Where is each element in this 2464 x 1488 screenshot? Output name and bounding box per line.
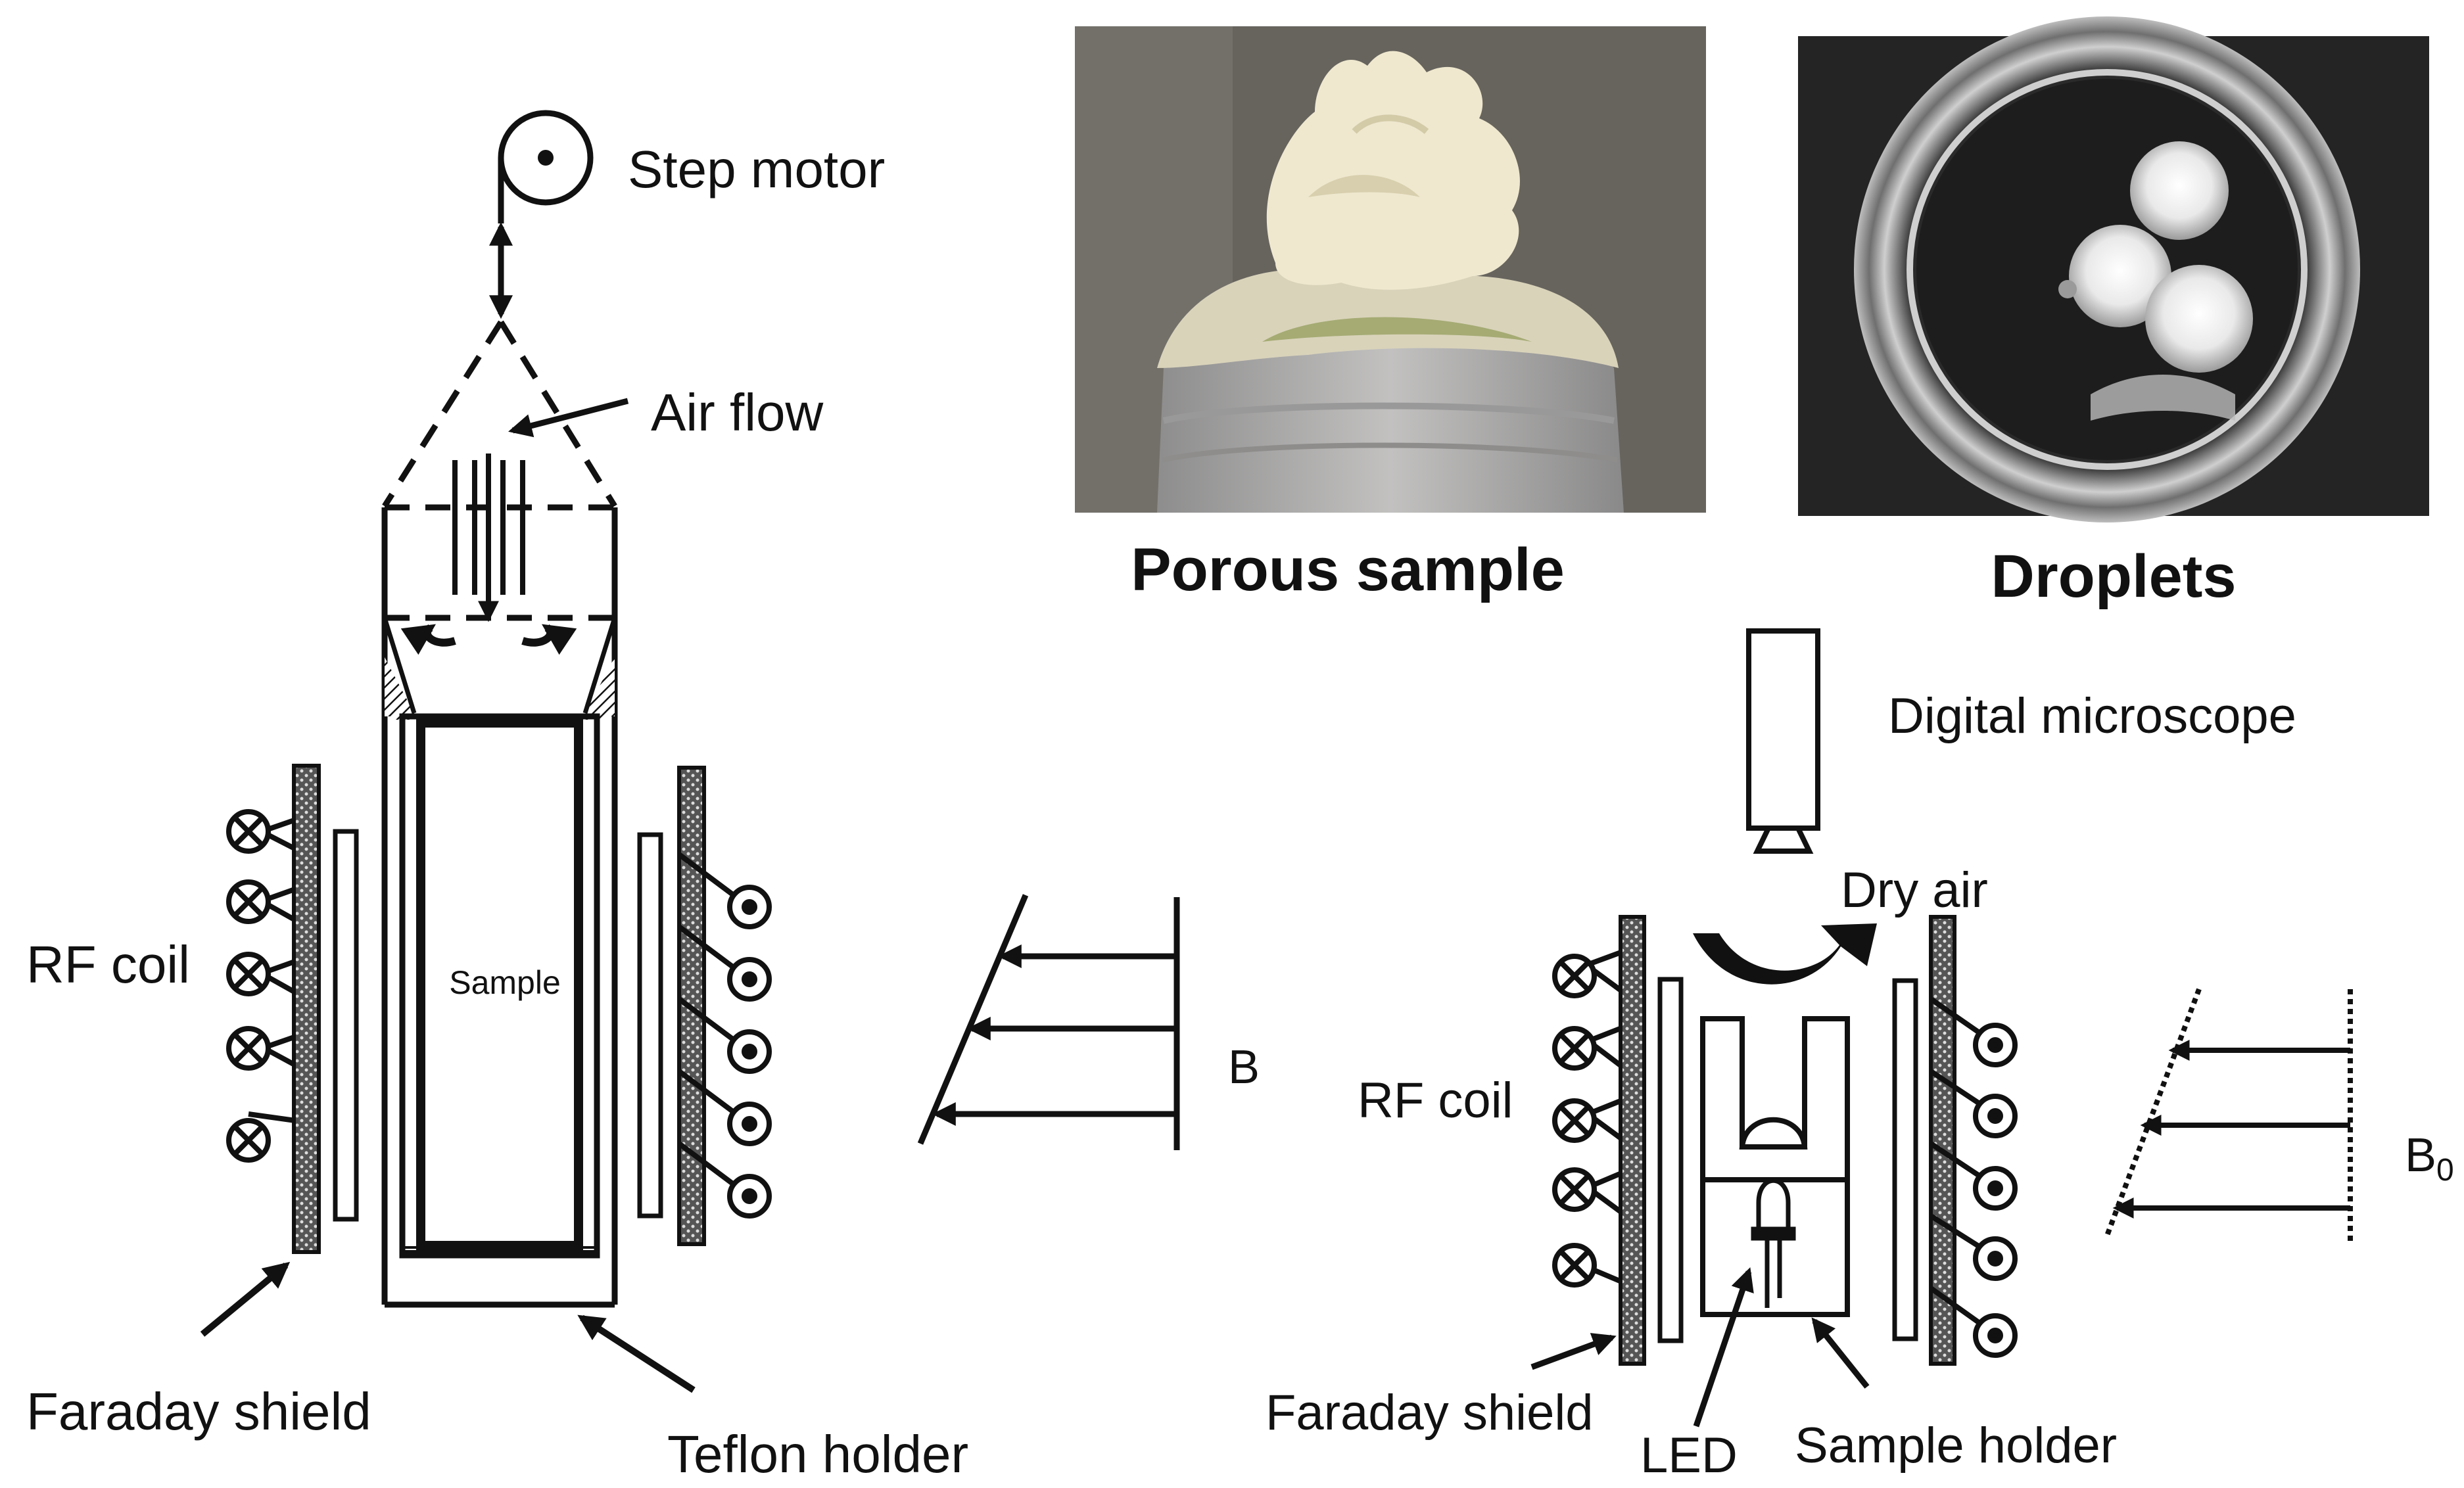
digital-microscope-label: Digital microscope bbox=[1888, 688, 2296, 744]
digital-microscope-icon bbox=[1746, 628, 1820, 854]
air-flow-arrows bbox=[452, 453, 525, 622]
sample-label: Sample bbox=[449, 964, 561, 1001]
porous-sample-photo bbox=[1075, 26, 1706, 513]
faraday-shield-right-pointer bbox=[1530, 1333, 1617, 1370]
swirl-arrows bbox=[400, 624, 577, 655]
inner-shield-right-bar bbox=[637, 832, 663, 1219]
left-apparatus: Sample bbox=[200, 110, 772, 1393]
faraday-shield-left-pointer bbox=[200, 1261, 291, 1337]
dry-air-label: Dry air bbox=[1841, 862, 1988, 918]
rf-coil-right bbox=[1552, 915, 2018, 1366]
teflon-holder-pointer bbox=[577, 1314, 696, 1393]
coil-dot-icons bbox=[727, 885, 772, 1219]
sample-tube bbox=[382, 616, 617, 1259]
rf-coil-left-return bbox=[637, 766, 772, 1246]
b-field-left-label: B bbox=[1228, 1041, 1260, 1094]
step-motor-label: Step motor bbox=[628, 140, 885, 198]
rf-coil-left bbox=[226, 764, 359, 1254]
air-flow-label: Air flow bbox=[651, 383, 823, 442]
holder-droplet-icon bbox=[1739, 1117, 1808, 1150]
led-icon bbox=[1751, 1178, 1796, 1308]
led-label: LED bbox=[1640, 1428, 1738, 1483]
faraday-shield-left-bar bbox=[292, 764, 321, 1254]
porous-sample-caption: Porous sample bbox=[1131, 536, 1565, 603]
sample-holder bbox=[1700, 1016, 1850, 1317]
rf-coil-left-label: RF coil bbox=[26, 935, 190, 994]
rf-coil-right-label: RF coil bbox=[1358, 1073, 1513, 1128]
step-motor-icon bbox=[498, 110, 594, 223]
faraday-shield-right-label: Faraday shield bbox=[1266, 1385, 1594, 1441]
b-field-right bbox=[2104, 988, 2353, 1242]
faraday-shield-left-label: Faraday shield bbox=[26, 1382, 371, 1441]
b-field-right-label: B0 bbox=[2405, 1129, 2454, 1188]
droplets-caption: Droplets bbox=[1991, 543, 2236, 610]
tether-lines bbox=[382, 320, 617, 621]
right-apparatus bbox=[1530, 628, 2018, 1428]
inner-shield-left-bar bbox=[333, 829, 359, 1222]
b-field-left bbox=[917, 894, 1180, 1150]
dry-air-arrow bbox=[1693, 923, 1877, 985]
led-pointer bbox=[1693, 1267, 1754, 1428]
air-flow-pointer bbox=[508, 398, 629, 438]
droplets-photo bbox=[1798, 16, 2429, 523]
coil-cross-icons bbox=[226, 809, 271, 1163]
b-field-right-subscript: 0 bbox=[2436, 1153, 2454, 1188]
sample-holder-pointer bbox=[1811, 1317, 1870, 1389]
teflon-holder-label: Teflon holder bbox=[667, 1425, 968, 1483]
teflon-holder bbox=[381, 507, 618, 1308]
sample-holder-label: Sample holder bbox=[1795, 1418, 2117, 1474]
